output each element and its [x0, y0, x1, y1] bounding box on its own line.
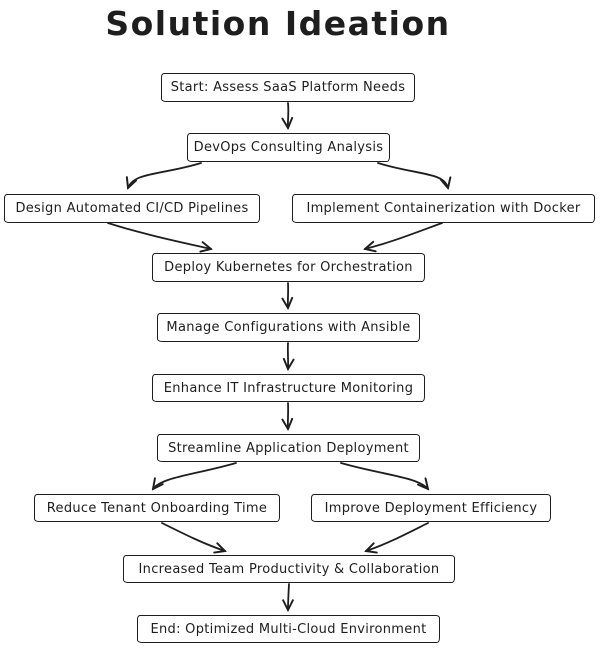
edge-cicd-kubernetes — [107, 222, 211, 249]
flow-node-application-deployment: Streamline Application Deployment — [157, 434, 420, 462]
flow-node-deployment-efficiency: Improve Deployment Efficiency — [311, 494, 551, 522]
flow-node-devops-analysis: DevOps Consulting Analysis — [187, 133, 390, 162]
edge-devops-cicd — [128, 162, 202, 188]
edge-onboarding-productivity — [161, 522, 225, 551]
edge-deployment-onboarding — [153, 462, 237, 489]
edge-efficiency-productivity — [366, 522, 429, 551]
flow-node-end: End: Optimized Multi-Cloud Environment — [137, 615, 440, 643]
flow-node-docker-containerization: Implement Containerization with Docker — [292, 194, 595, 223]
diagram-title: Solution Ideation — [105, 4, 451, 43]
flow-node-ansible-configuration: Manage Configurations with Ansible — [157, 313, 420, 342]
edge-devops-docker — [377, 162, 448, 188]
edge-docker-kubernetes — [365, 222, 443, 249]
flow-node-start: Start: Assess SaaS Platform Needs — [161, 73, 415, 102]
edge-deployment-efficiency — [340, 462, 428, 489]
edge-productivity-end — [288, 583, 289, 610]
flow-node-tenant-onboarding: Reduce Tenant Onboarding Time — [34, 494, 280, 522]
flow-node-kubernetes-orchestration: Deploy Kubernetes for Orchestration — [152, 253, 425, 282]
flow-node-cicd-pipelines: Design Automated CI/CD Pipelines — [4, 194, 260, 223]
flow-node-team-productivity: Increased Team Productivity & Collaborat… — [123, 555, 455, 583]
flow-node-infrastructure-monitoring: Enhance IT Infrastructure Monitoring — [152, 374, 425, 402]
